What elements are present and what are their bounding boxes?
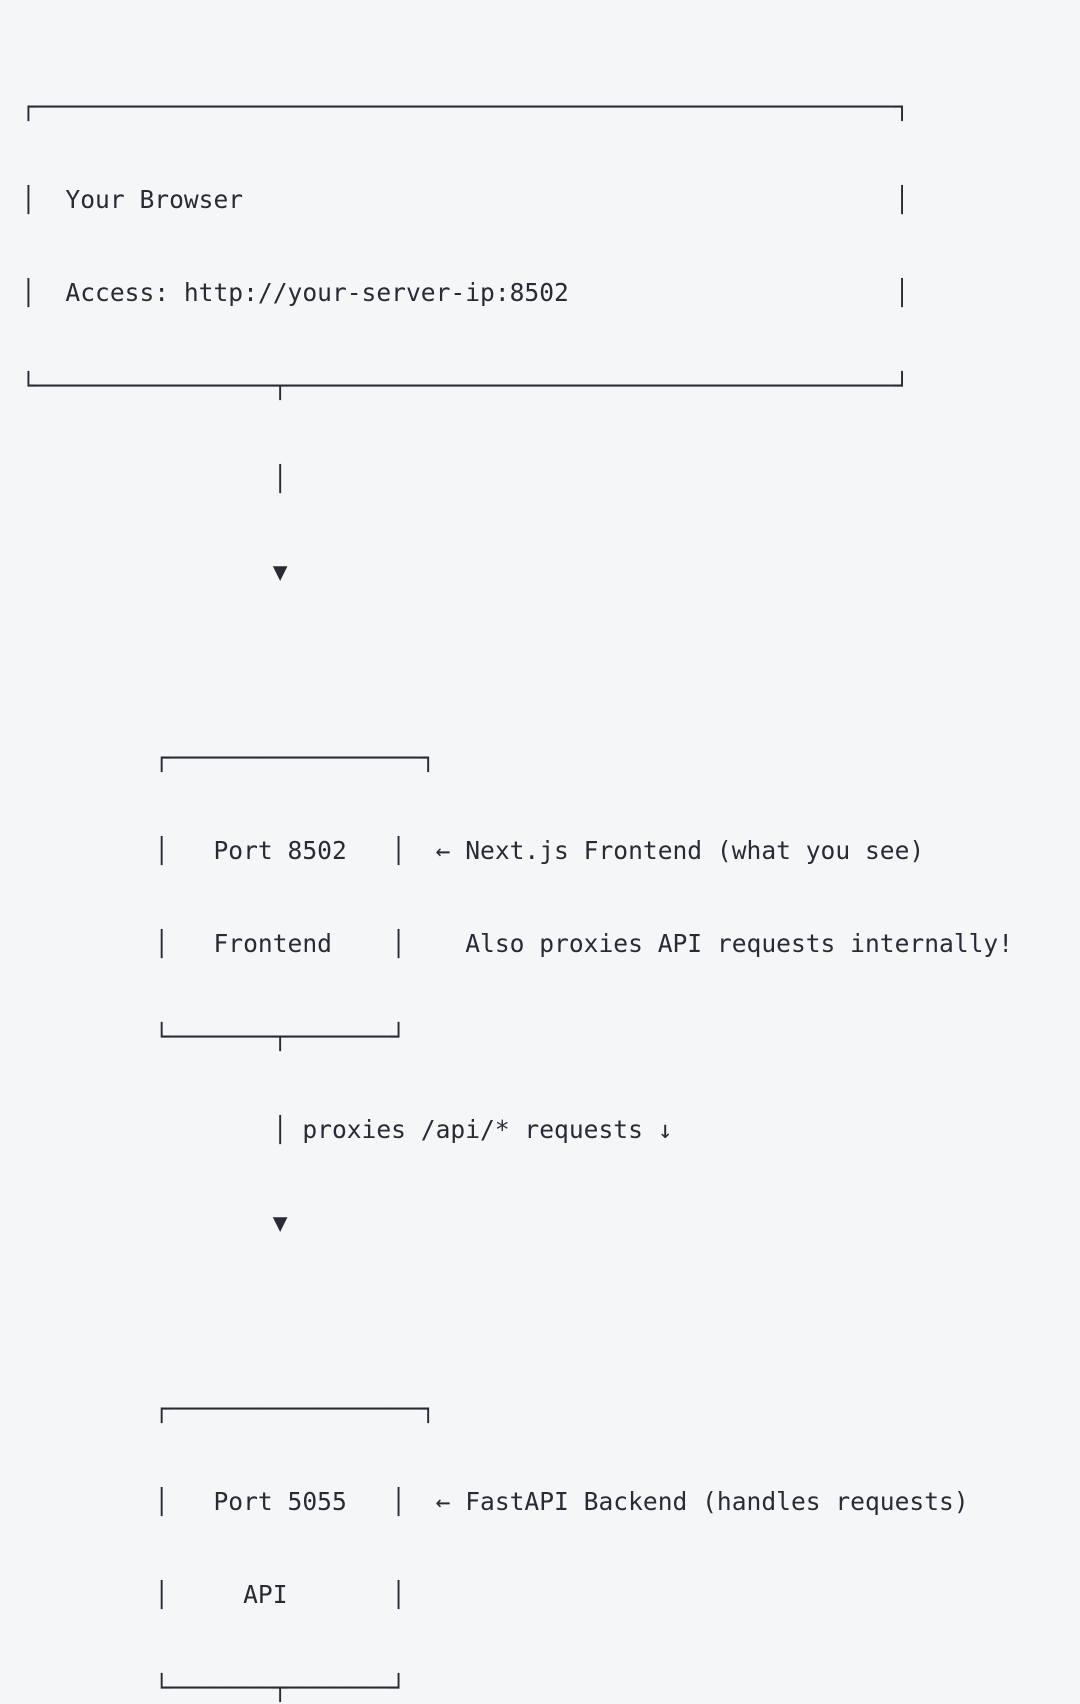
edge-frontend-api-label: │ proxies /api/* requests ↓ xyxy=(21,1115,673,1144)
api-box-bottom-border: └───────┬───────┘ xyxy=(21,1673,406,1702)
frontend-box-top-border: ┌─────────────────┐ xyxy=(21,743,436,772)
api-box-name: │ API │ xyxy=(21,1580,406,1609)
frontend-box-bottom-border: └───────┬───────┘ xyxy=(21,1022,406,1051)
edge-frontend-api-arrowhead-icon: ▼ xyxy=(21,1208,288,1237)
browser-box-bottom-border: └────────────────┬──────────────────────… xyxy=(21,371,910,400)
browser-box-top-border: ┌───────────────────────────────────────… xyxy=(21,92,910,121)
frontend-box-port-and-annotation: │ Port 8502 │ ← Next.js Frontend (what y… xyxy=(21,836,925,865)
browser-box-title: │ Your Browser │ xyxy=(21,185,910,214)
api-box-port-and-annotation: │ Port 5055 │ ← FastAPI Backend (handles… xyxy=(21,1487,969,1516)
edge-browser-frontend-arrowhead-icon: ▼ xyxy=(21,557,288,586)
api-box-top-border: ┌─────────────────┐ xyxy=(21,1394,436,1423)
architecture-diagram: ┌───────────────────────────────────────… xyxy=(21,29,1013,1704)
edge-browser-frontend-line: │ xyxy=(21,464,288,493)
frontend-box-name-and-annotation: │ Frontend │ Also proxies API requests i… xyxy=(21,929,1014,958)
browser-box-access-url: │ Access: http://your-server-ip:8502 │ xyxy=(21,278,910,307)
spacer-line xyxy=(21,649,1013,680)
spacer-line xyxy=(21,1300,1013,1331)
